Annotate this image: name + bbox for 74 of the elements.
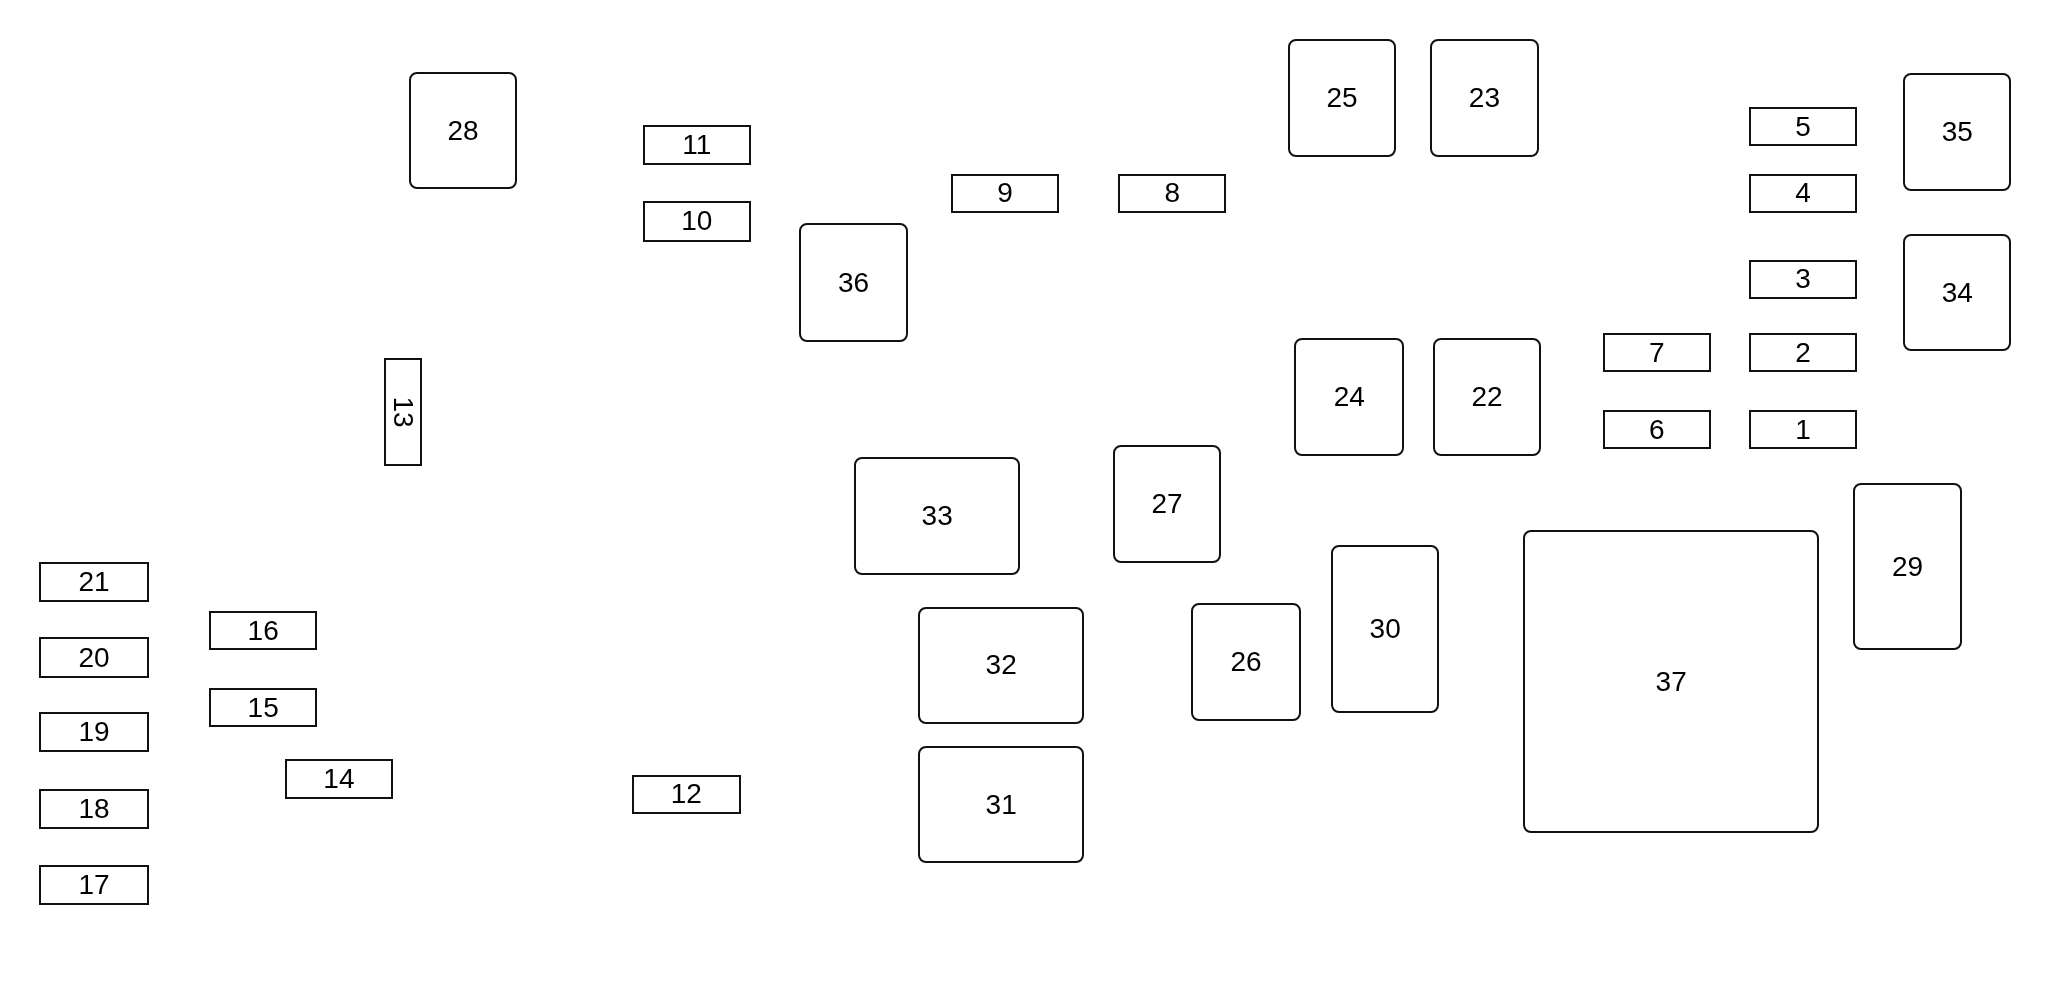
fuse-box [39, 788, 149, 830]
fuse-box [1748, 333, 1858, 373]
relay-box [1287, 39, 1397, 157]
fuse-number: 33 [921, 499, 953, 532]
fuse-number: 32 [985, 649, 1017, 682]
relay-box [1853, 483, 1962, 651]
fuse-box [1748, 173, 1858, 213]
fuse-number: 20 [78, 641, 110, 674]
fuse-number: 13 [386, 396, 419, 428]
fuse-box [1748, 107, 1858, 147]
fuse-number: 34 [1941, 276, 1973, 309]
fuse-number: 23 [1468, 81, 1500, 114]
fuse-number: 16 [247, 614, 279, 647]
fuse-number: 17 [78, 868, 110, 901]
fuse-number: 15 [247, 691, 279, 724]
fuse-number: 30 [1369, 612, 1401, 645]
fuse-number: 12 [670, 778, 702, 811]
fuse-box [284, 758, 394, 800]
fuse-number: 28 [447, 114, 479, 147]
fuse-number: 6 [1649, 413, 1665, 446]
fuse-box [39, 864, 149, 906]
fuse-box [642, 125, 751, 165]
fuse-number: 14 [323, 763, 355, 796]
fuse-number: 26 [1230, 646, 1262, 679]
fuse-number: 3 [1795, 263, 1811, 296]
fuse-box [950, 173, 1060, 213]
relay-box [1522, 530, 1820, 834]
relay-box [1112, 445, 1222, 563]
fuse-number: 19 [78, 716, 110, 749]
fuse-number: 37 [1655, 665, 1687, 698]
fuse-number: 2 [1795, 336, 1811, 369]
fuse-number: 4 [1795, 177, 1811, 210]
fuse-box [39, 637, 149, 678]
fuse-box [208, 688, 318, 728]
relay-box [1330, 544, 1440, 714]
fuse-number: 7 [1649, 336, 1665, 369]
fuse-box [1118, 173, 1227, 213]
fuse-number: 27 [1151, 488, 1183, 521]
relay-box [1191, 603, 1301, 721]
relay-box [1903, 73, 2012, 191]
relay-box [408, 71, 518, 190]
relay-box [854, 457, 1021, 575]
fuse-box [1602, 333, 1711, 373]
relay-box [1432, 338, 1542, 456]
relay-box [799, 223, 908, 343]
relay-box [918, 745, 1085, 864]
fuse-number: 24 [1333, 381, 1365, 414]
fuse-box [1748, 410, 1858, 450]
fuse-box [39, 711, 149, 753]
relay-box [918, 607, 1085, 724]
fuse-number: 35 [1941, 115, 1973, 148]
fuse-number: 11 [682, 128, 712, 161]
fuse-box [632, 774, 741, 814]
fuse-number: 29 [1892, 550, 1924, 583]
fuse-number: 9 [997, 177, 1013, 210]
fuse-number: 8 [1164, 177, 1180, 210]
fuse-box [1748, 259, 1858, 300]
fuse-box [642, 201, 751, 242]
fuse-number: 18 [78, 793, 110, 826]
fuse-box [1602, 410, 1711, 450]
relay-box [1294, 338, 1405, 456]
fuse-number: 10 [681, 205, 713, 238]
fuse-number: 1 [1795, 413, 1811, 446]
fuse-number: 25 [1326, 81, 1358, 114]
fuse-number: 22 [1471, 381, 1503, 414]
relay-box [1430, 39, 1539, 157]
fuse-number: 5 [1795, 110, 1811, 143]
fuse-number: 21 [78, 565, 110, 598]
fuse-box [39, 561, 149, 603]
fuse-box [208, 611, 318, 651]
fuse-number: 36 [837, 266, 870, 299]
fuse-number: 31 [985, 788, 1017, 821]
relay-box [1903, 233, 2012, 352]
fuse-box [384, 357, 422, 467]
